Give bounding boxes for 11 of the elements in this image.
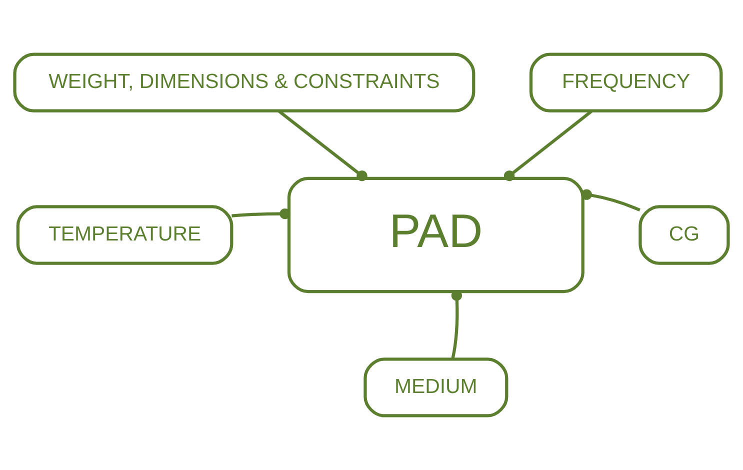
connector [278, 110, 368, 182]
node-box: FREQUENCY [529, 52, 723, 112]
node-box: WEIGHT, DIMENSIONS & CONSTRAINTS [13, 52, 476, 112]
node-box: TEMPERATURE [16, 205, 234, 265]
connector [232, 208, 290, 220]
connector [504, 110, 593, 182]
node-box: PAD [287, 176, 584, 294]
connector [451, 290, 462, 360]
node-box: CG [638, 205, 730, 265]
node-box: MEDIUM [364, 358, 508, 418]
connector [581, 189, 640, 212]
